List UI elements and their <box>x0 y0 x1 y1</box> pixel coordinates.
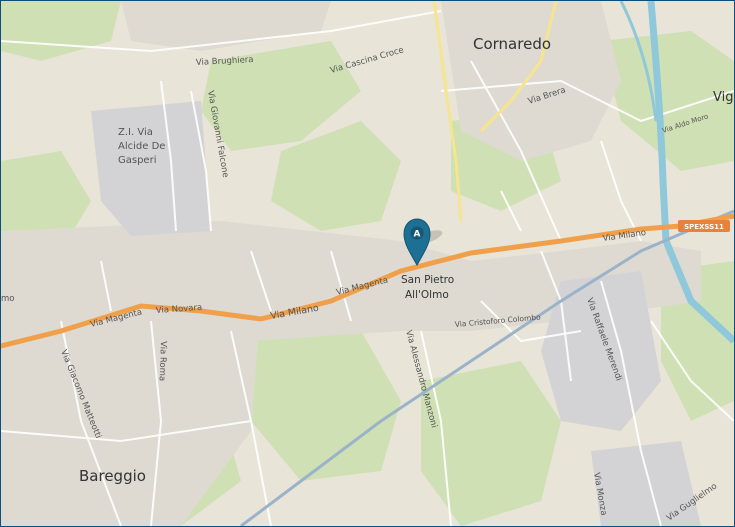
road-shield: SPEXSS11 <box>678 220 730 232</box>
marker-label-line2: All'Olmo <box>405 289 449 301</box>
industrial-areas <box>91 101 701 526</box>
main-road <box>1 213 734 349</box>
zone-label-line1: Z.I. Via <box>118 127 153 138</box>
road-shield-label: SPEXSS11 <box>684 223 724 231</box>
location-marker[interactable]: A <box>403 218 444 267</box>
minor-roads <box>1 10 734 526</box>
street-label-roma: Via Roma <box>157 341 168 381</box>
street-label-novara: Via Novara <box>156 303 203 316</box>
street-label-brughiera: Via Brughiera <box>196 55 254 68</box>
marker-label-line1: San Pietro <box>401 274 454 286</box>
zone-label-line3: Gasperi <box>118 155 156 166</box>
secondary-roads <box>432 1 558 222</box>
canal <box>619 1 734 344</box>
zone-label-line2: Alcide De <box>118 141 165 152</box>
railway <box>240 209 734 526</box>
marker-badge <box>410 226 424 240</box>
marker-letter: A <box>414 230 421 240</box>
urban-areas <box>1 1 701 526</box>
place-label-cornaredo: Cornaredo <box>473 35 551 53</box>
place-label-bareggio: Bareggio <box>79 467 146 485</box>
place-label-vig: Vig <box>713 90 733 105</box>
street-label-edge: mo <box>1 294 14 304</box>
